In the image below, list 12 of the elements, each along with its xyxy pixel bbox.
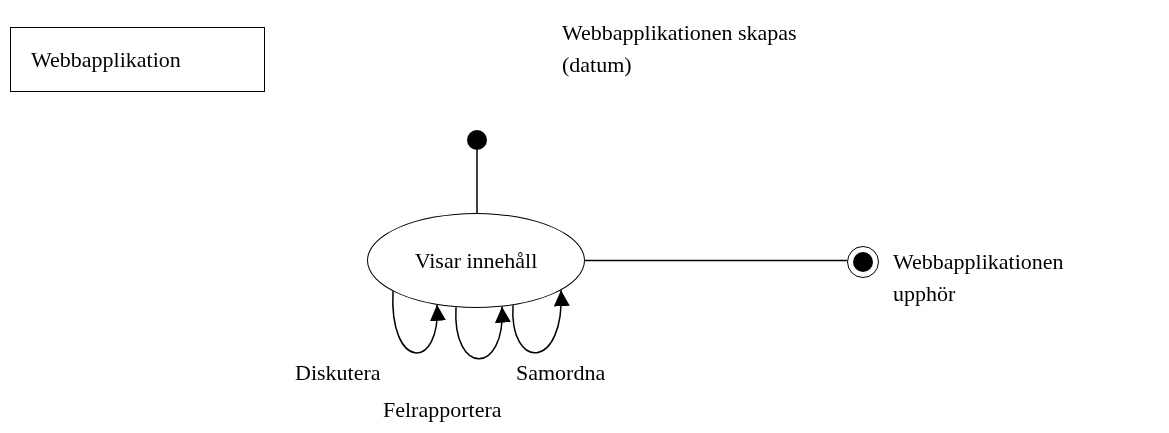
connector-line xyxy=(476,149,478,214)
label-box xyxy=(10,27,265,92)
note-text: Webbapplikationen skapas (datum) xyxy=(562,19,798,79)
state-ellipse xyxy=(367,213,585,308)
initial-state-icon xyxy=(467,130,487,150)
state-label: Visar innehåll xyxy=(414,247,538,274)
node-caption: Webbapplikationen upphör xyxy=(893,248,1065,308)
box-label: Webbapplikation xyxy=(31,46,181,73)
connector-line xyxy=(584,259,848,262)
loop-arrow xyxy=(455,305,510,360)
loop-arrow xyxy=(392,290,445,354)
loop-arrow xyxy=(512,289,569,354)
